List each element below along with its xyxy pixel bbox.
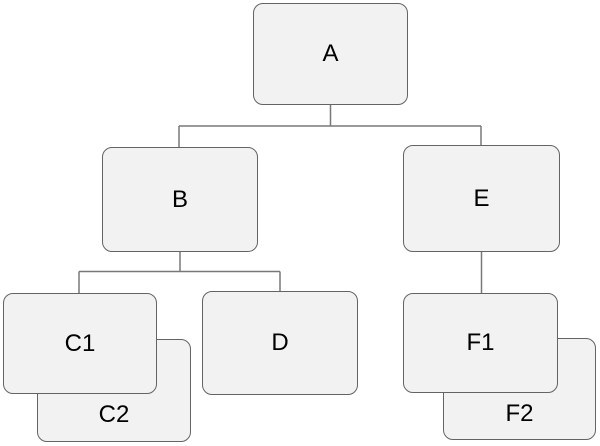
node-f1-label: F1 (466, 329, 495, 356)
diagram-node-b: B (102, 147, 258, 252)
diagram-node-f1: F1 (403, 293, 558, 393)
node-c1-label: C1 (64, 329, 96, 357)
node-e-label: E (473, 184, 490, 212)
node-f2-label: F2 (505, 400, 534, 427)
node-a-label: A (322, 40, 339, 67)
connector-a-to-b-e (178, 105, 482, 148)
node-b-label: B (171, 185, 188, 213)
node-d-label: D (271, 329, 289, 356)
diagram-node-d: D (202, 291, 358, 395)
diagram-node-c1: C1 (3, 293, 157, 394)
node-c2-label: C2 (98, 401, 130, 428)
connector-b-to-c1-d (78, 252, 281, 294)
diagram-node-e: E (403, 145, 560, 252)
diagram-node-a: A (253, 3, 408, 105)
